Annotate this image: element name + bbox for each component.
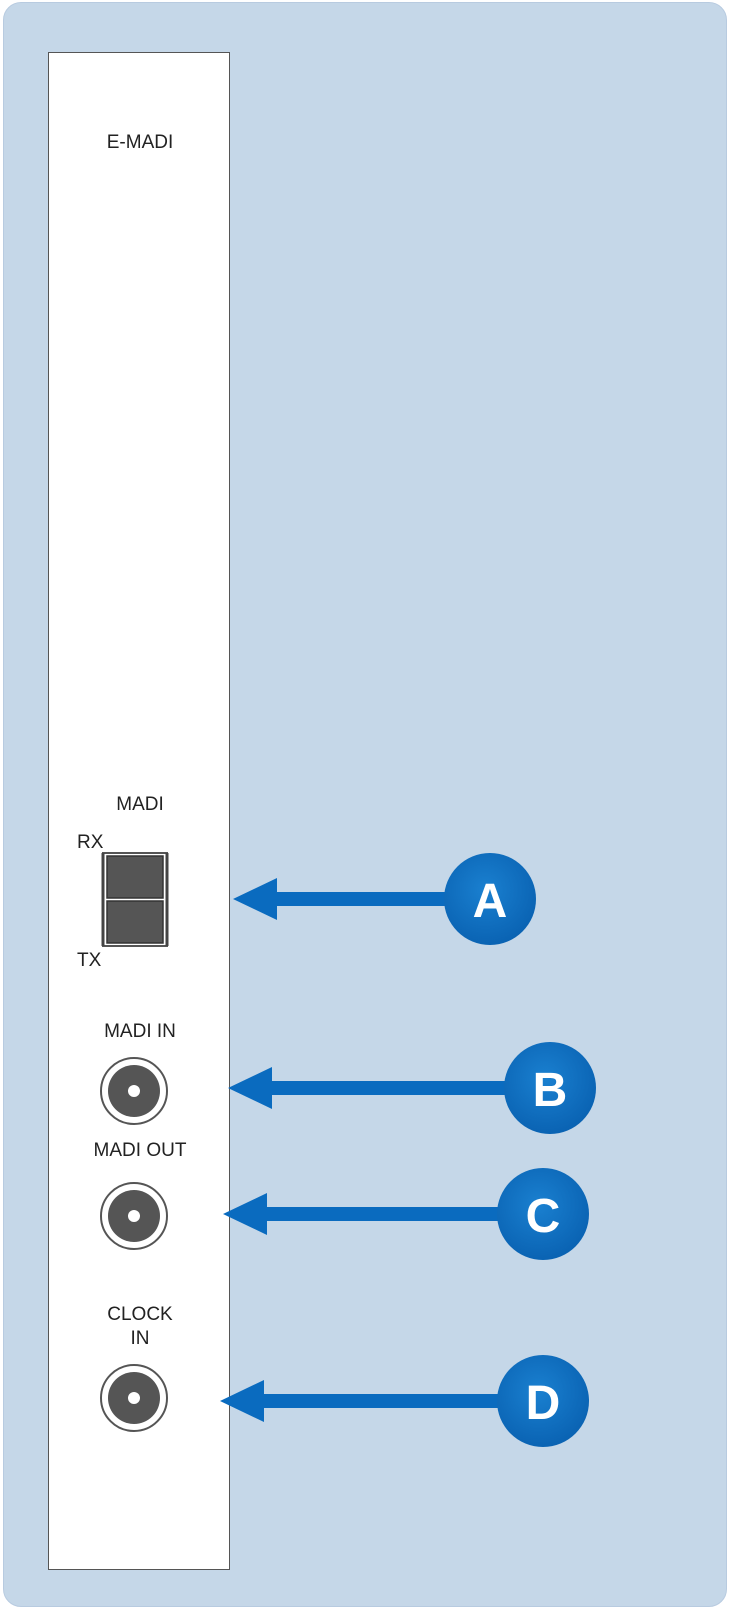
callout-b-arrowhead [228,1067,272,1109]
callout-a-arrow-shaft [275,892,447,906]
callout-c: C [223,1168,589,1260]
callout-a-badge [444,853,536,945]
callout-a: A [233,853,536,945]
madi-out-label: MADI OUT [93,1140,187,1161]
callout-c-arrowhead [223,1193,267,1235]
callout-d-badge [497,1355,589,1447]
callout-d-arrowhead [220,1380,264,1422]
madi-in-connector [100,1057,168,1125]
madi-led-label: MADI [116,794,164,815]
callout-d: D [220,1355,589,1447]
madi-out-connector [100,1182,168,1250]
callout-d-arrow-shaft [262,1394,502,1408]
clock-in-connector [100,1364,168,1432]
madi-led [101,852,169,947]
tx-label: TX [77,950,102,971]
callout-b-letter: B [533,1064,568,1117]
callout-c-badge [497,1168,589,1260]
panel-title: E-MADI [106,132,174,153]
madi-in-label: MADI IN [104,1021,176,1042]
callout-a-letter: A [473,875,508,928]
clock-in-label: CLOCK IN [107,1304,173,1349]
callout-c-arrow-shaft [265,1207,502,1221]
callout-c-letter: C [526,1190,561,1243]
e-madi-card-panel: E-MADI MADI RX TX MADI IN MADI OUT CLOCK… [48,52,230,1570]
callout-a-arrowhead [233,878,277,920]
callout-b-arrow-shaft [270,1081,508,1095]
callout-b-badge [504,1042,596,1134]
callout-b: B [228,1042,596,1134]
rx-label: RX [77,832,104,853]
callout-d-letter: D [526,1377,561,1430]
